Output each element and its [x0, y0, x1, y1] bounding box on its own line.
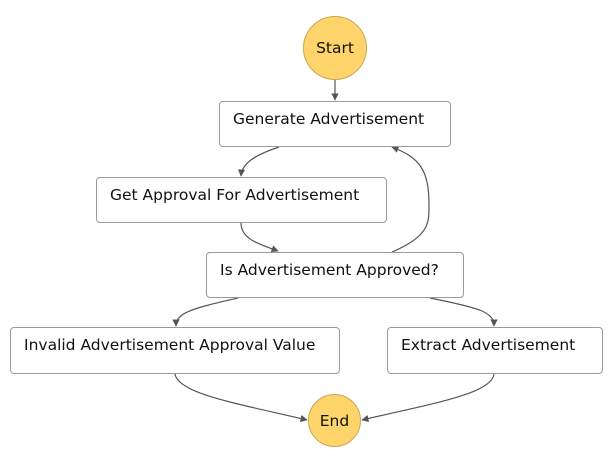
edge-invalid-to-end	[174, 373, 308, 422]
is-approved-node[interactable]: Is Advertisement Approved?	[206, 252, 464, 298]
generate-advertisement-node[interactable]: Generate Advertisement	[219, 101, 451, 147]
get-approval-node[interactable]: Get Approval For Advertisement	[96, 177, 387, 223]
edge-check-to-extract	[429, 297, 498, 327]
start-node[interactable]: Start	[303, 16, 367, 80]
start-node-label: Start	[316, 39, 354, 57]
get-approval-label: Get Approval For Advertisement	[110, 186, 360, 204]
edge-extract-to-end	[361, 373, 495, 423]
edge-check-to-generate	[391, 146, 430, 253]
edge-approval-to-check	[240, 222, 279, 253]
edge-generate-to-approval	[237, 146, 280, 177]
extract-advertisement-node[interactable]: Extract Advertisement	[387, 327, 603, 374]
invalid-approval-value-label: Invalid Advertisement Approval Value	[24, 336, 316, 354]
extract-advertisement-label: Extract Advertisement	[401, 336, 576, 354]
end-node-label: End	[319, 411, 350, 430]
invalid-approval-value-node[interactable]: Invalid Advertisement Approval Value	[10, 327, 340, 374]
is-approved-label: Is Advertisement Approved?	[220, 261, 439, 279]
end-node[interactable]: End	[308, 394, 361, 447]
generate-advertisement-label: Generate Advertisement	[233, 110, 425, 128]
edge-check-to-invalid	[172, 297, 239, 327]
